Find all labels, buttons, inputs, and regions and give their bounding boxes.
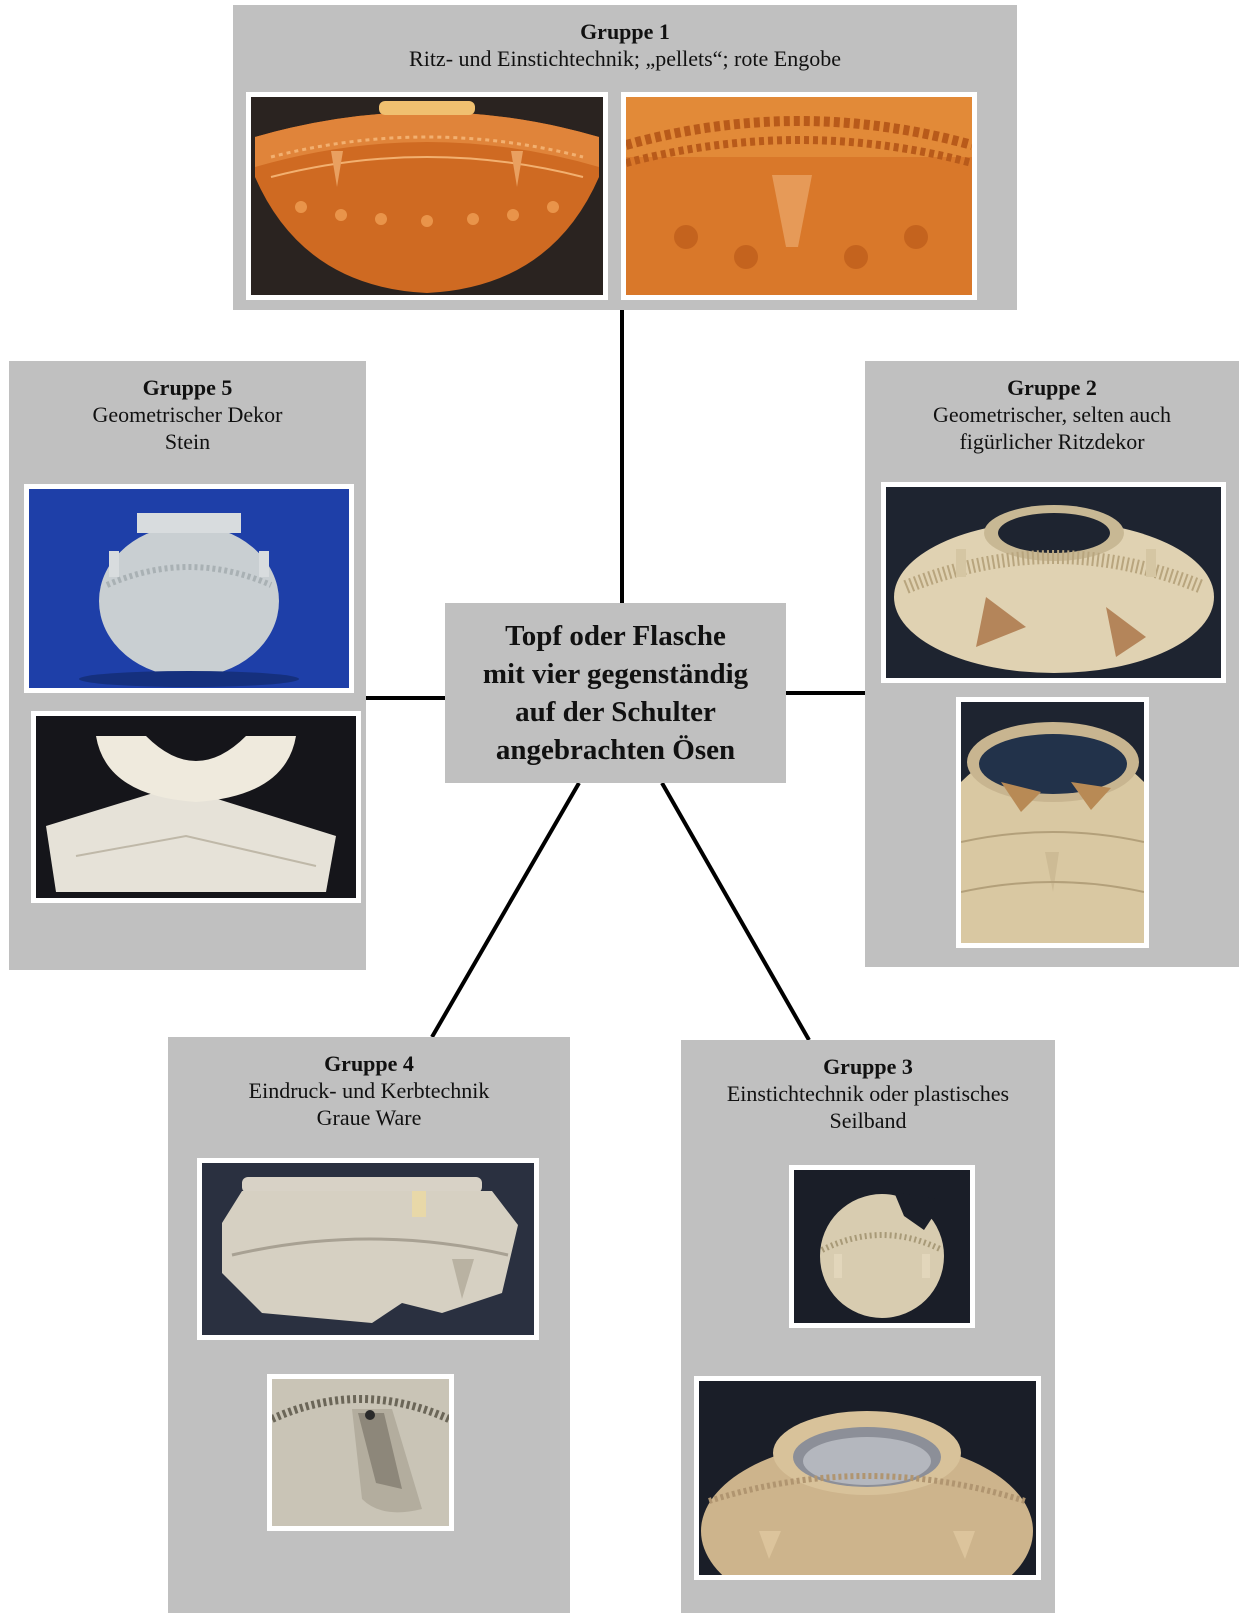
group-2-photo-pot (881, 482, 1226, 683)
group-2-panel: Gruppe 2 Geometrischer, selten auch figü… (865, 361, 1239, 967)
center-topic-box: Topf oder Flasche mit vier gegenständig … (445, 603, 786, 783)
group-1-line-1: Ritz- und Einstichtechnik; „pellets“; ro… (233, 45, 1017, 72)
group-4-title: Gruppe 4 (168, 1050, 570, 1077)
center-line-2: mit vier gegenständig (445, 655, 786, 693)
group-1-title: Gruppe 1 (233, 18, 1017, 45)
group-2-photo-interior (956, 697, 1149, 948)
group-1-photo-closeup (621, 92, 977, 300)
group-5-caption: Gruppe 5 Geometrischer Dekor Stein (9, 374, 366, 455)
group-3-line-2: Seilband (681, 1107, 1055, 1134)
group-2-line-1: Geometrischer, selten auch (865, 401, 1239, 428)
group-4-panel: Gruppe 4 Eindruck- und Kerbtechnik Graue… (168, 1037, 570, 1613)
group-1-photo-bowl (246, 92, 608, 300)
group-3-title: Gruppe 3 (681, 1053, 1055, 1080)
group-3-photo-rim (694, 1376, 1041, 1580)
connector-group-4 (432, 783, 579, 1037)
group-5-photo-jar (24, 484, 354, 693)
group-1-caption: Gruppe 1 Ritz- und Einstichtechnik; „pel… (233, 18, 1017, 72)
group-4-line-1: Eindruck- und Kerbtechnik (168, 1077, 570, 1104)
center-line-3: auf der Schulter (445, 693, 786, 731)
group-3-line-1: Einstichtechnik oder plastisches (681, 1080, 1055, 1107)
group-2-line-2: figürlicher Ritzdekor (865, 428, 1239, 455)
group-2-caption: Gruppe 2 Geometrischer, selten auch figü… (865, 374, 1239, 455)
group-2-title: Gruppe 2 (865, 374, 1239, 401)
group-5-line-1: Geometrischer Dekor (9, 401, 366, 428)
group-4-line-2: Graue Ware (168, 1104, 570, 1131)
group-5-photo-fragment (31, 711, 361, 903)
connector-group-3 (662, 783, 809, 1040)
group-3-panel: Gruppe 3 Einstichtechnik oder plastische… (681, 1040, 1055, 1613)
group-1-panel: Gruppe 1 Ritz- und Einstichtechnik; „pel… (233, 5, 1017, 310)
group-5-title: Gruppe 5 (9, 374, 366, 401)
group-4-photo-fragment (197, 1158, 539, 1340)
center-line-1: Topf oder Flasche (445, 617, 786, 655)
group-5-line-2: Stein (9, 428, 366, 455)
center-line-4: angebrachten Ösen (445, 731, 786, 769)
group-5-panel: Gruppe 5 Geometrischer Dekor Stein (9, 361, 366, 970)
group-3-photo-small-pot (789, 1165, 975, 1328)
group-4-photo-detail (267, 1374, 454, 1531)
group-3-caption: Gruppe 3 Einstichtechnik oder plastische… (681, 1053, 1055, 1134)
group-4-caption: Gruppe 4 Eindruck- und Kerbtechnik Graue… (168, 1050, 570, 1131)
